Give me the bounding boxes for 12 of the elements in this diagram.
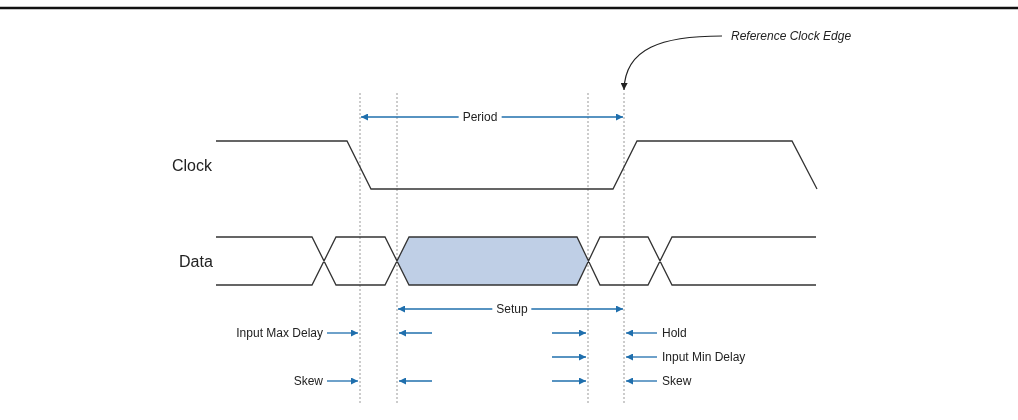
callout-text: Reference Clock Edge xyxy=(731,30,852,42)
reference-edge-line xyxy=(623,92,625,406)
leader-line xyxy=(621,35,723,91)
dimension-label: Setup xyxy=(492,303,532,315)
signal-name: Clock xyxy=(172,158,212,174)
dimension-label: Skew xyxy=(293,375,323,387)
dimension-label: Period xyxy=(458,111,502,123)
dimension-label: Skew xyxy=(662,375,692,387)
dimension-label: Hold xyxy=(662,327,687,339)
dimension-label: Input Max Delay xyxy=(236,327,323,339)
dimension-label: Input Min Delay xyxy=(662,351,746,363)
signal-name: Data xyxy=(179,254,213,270)
